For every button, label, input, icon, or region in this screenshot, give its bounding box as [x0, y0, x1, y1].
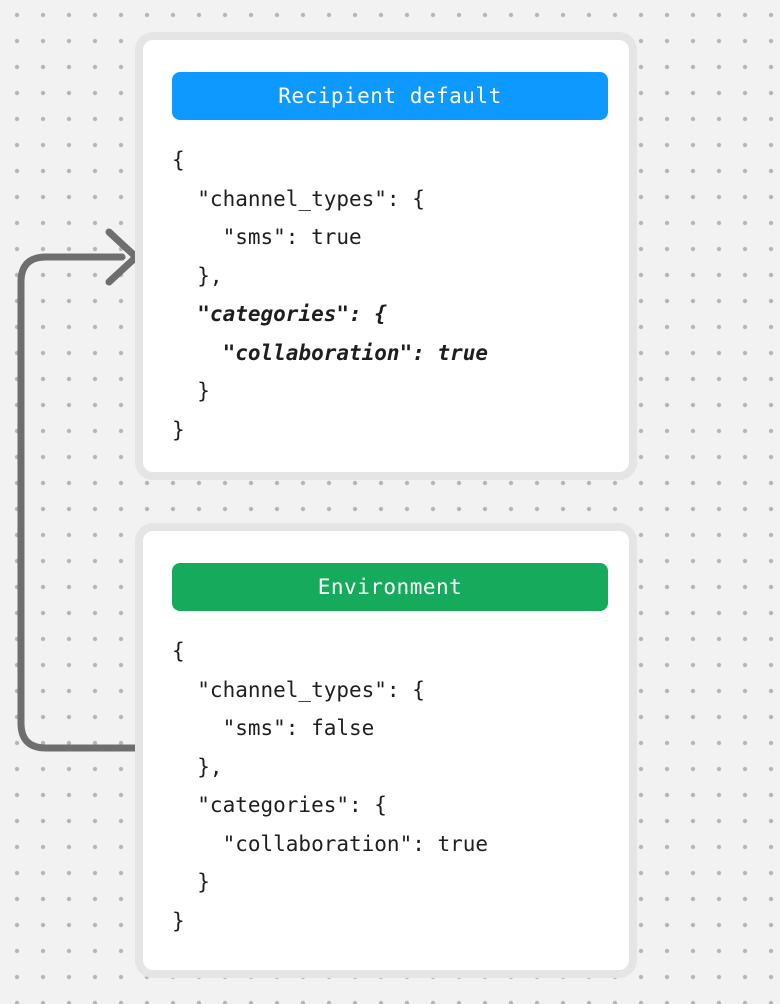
code-line: "sms": false: [172, 716, 375, 740]
environment-json: { "channel_types": { "sms": false }, "ca…: [172, 632, 608, 940]
code-line: {: [172, 148, 185, 172]
recipient-default-json: { "channel_types": { "sms": true }, "cat…: [172, 141, 608, 449]
environment-card-body: Environment { "channel_types": { "sms": …: [143, 531, 629, 962]
environment-header-label: Environment: [317, 575, 463, 599]
code-line: "channel_types": {: [172, 186, 425, 211]
environment-card: Environment { "channel_types": { "sms": …: [135, 523, 637, 978]
code-line: "channel_types": {: [172, 677, 425, 702]
recipient-default-card: Recipient default { "channel_types": { "…: [135, 32, 637, 480]
code-line: "sms": true: [172, 225, 362, 249]
arrowhead-icon: [105, 228, 140, 286]
code-line: "collaboration": true: [172, 340, 489, 365]
code-line: {: [172, 639, 185, 663]
code-line: "collaboration": true: [172, 831, 489, 856]
code-line: "categories": {: [172, 302, 387, 326]
code-line: },: [172, 263, 223, 288]
recipient-default-header: Recipient default: [172, 72, 608, 120]
recipient-default-card-body: Recipient default { "channel_types": { "…: [143, 40, 629, 471]
code-line: }: [172, 908, 185, 933]
environment-header: Environment: [172, 563, 608, 611]
loop-arrow-line: [17, 253, 141, 752]
code-line: "categories": {: [172, 793, 387, 817]
code-line: }: [172, 417, 185, 442]
recipient-default-header-label: Recipient default: [278, 84, 502, 108]
code-line: }: [172, 870, 210, 894]
code-line: }: [172, 379, 210, 403]
code-line: },: [172, 754, 223, 779]
